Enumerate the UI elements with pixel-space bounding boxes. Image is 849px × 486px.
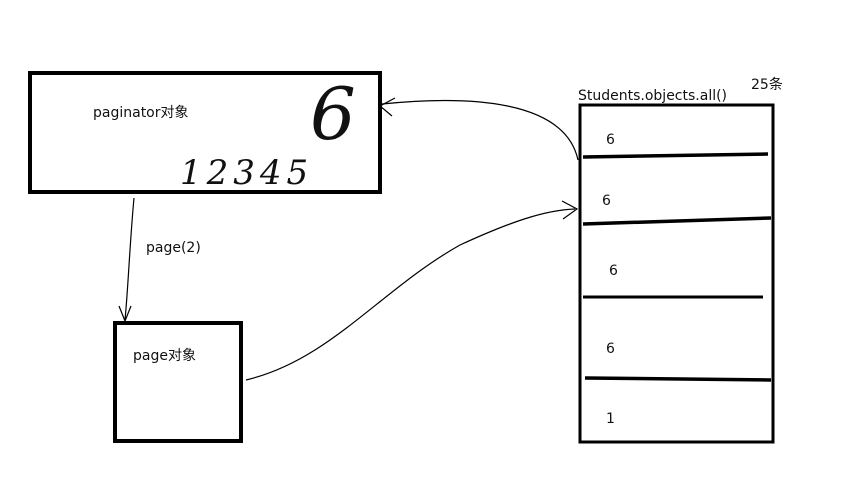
queryset-chunk-2: 6 <box>602 193 611 209</box>
queryset-to-paginator-arrow <box>381 99 579 161</box>
queryset-chunk-3: 6 <box>609 263 618 279</box>
page-to-queryset-arrow <box>245 208 576 381</box>
paginator-page-range: 12345 <box>180 153 314 193</box>
queryset-chunk-1: 6 <box>606 132 615 148</box>
queryset-label: Students.objects.all() <box>578 88 728 104</box>
queryset-total: 25条 <box>751 77 783 93</box>
page-call-label: page(2) <box>146 240 201 256</box>
queryset-chunk-5: 1 <box>606 411 615 427</box>
paginator-num-pages: 6 <box>310 72 356 156</box>
chunk-divider-1 <box>582 152 769 159</box>
queryset-chunk-4: 6 <box>606 341 615 357</box>
queryset-box <box>578 103 775 444</box>
chunk-divider-2 <box>582 216 772 226</box>
paginator-to-page-arrow <box>124 197 135 321</box>
paginator-box <box>28 71 382 194</box>
page-to-queryset-arrowhead <box>561 200 579 220</box>
page-object-label: page对象 <box>133 348 196 364</box>
paginator-to-page-arrowhead <box>118 305 132 323</box>
paginator-label: paginator对象 <box>93 105 189 121</box>
queryset-to-paginator-arrowhead <box>378 97 396 117</box>
page-object-box <box>113 321 243 443</box>
chunk-divider-4 <box>584 376 772 382</box>
